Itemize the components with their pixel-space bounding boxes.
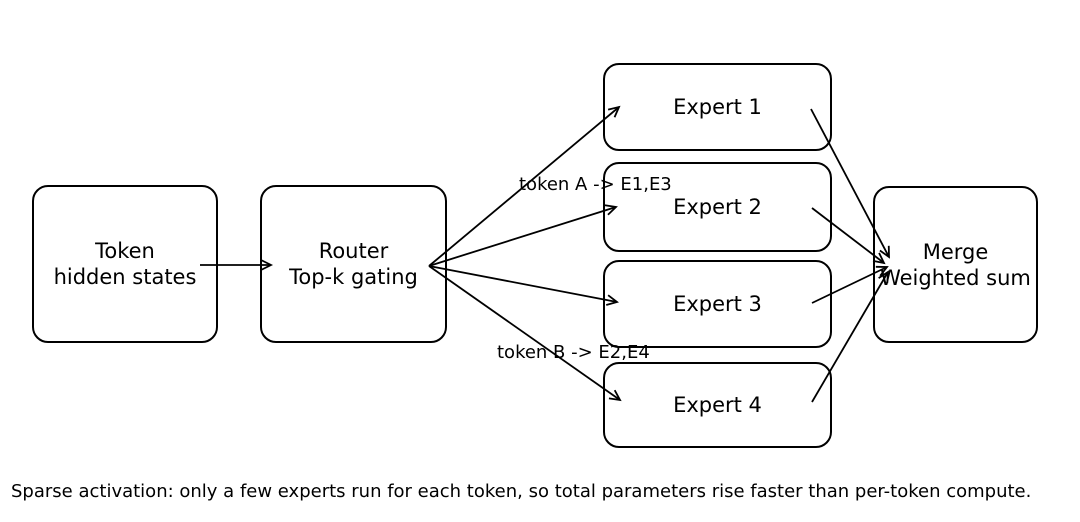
router-node: Router Top-k gating — [260, 185, 447, 343]
token-a-routing-label: token A -> E1,E3 — [519, 174, 672, 195]
expert3-label: Expert 3 — [673, 292, 762, 316]
token-hidden-states-node: Token hidden states — [32, 185, 218, 343]
arrow-router-to-expert3 — [428, 265, 619, 306]
expert1-label: Expert 1 — [673, 95, 762, 119]
expert2-node: Expert 2 — [603, 162, 832, 252]
token-hidden-states-label: Token hidden states — [53, 239, 197, 289]
token-b-routing-label: token B -> E2,E4 — [497, 342, 650, 363]
expert4-node: Expert 4 — [603, 362, 832, 448]
sparse-activation-caption: Sparse activation: only a few experts ru… — [11, 481, 1032, 502]
router-label: Router Top-k gating — [289, 239, 418, 289]
arrow-router-to-expert4 — [428, 265, 622, 402]
expert3-node: Expert 3 — [603, 260, 832, 348]
expert2-label: Expert 2 — [673, 195, 762, 219]
merge-label: Merge Weighted sum — [880, 239, 1031, 290]
expert4-label: Expert 4 — [673, 393, 762, 417]
arrow-router-to-expert2 — [428, 204, 618, 267]
merge-node: Merge Weighted sum — [873, 186, 1038, 343]
expert1-node: Expert 1 — [603, 63, 832, 151]
